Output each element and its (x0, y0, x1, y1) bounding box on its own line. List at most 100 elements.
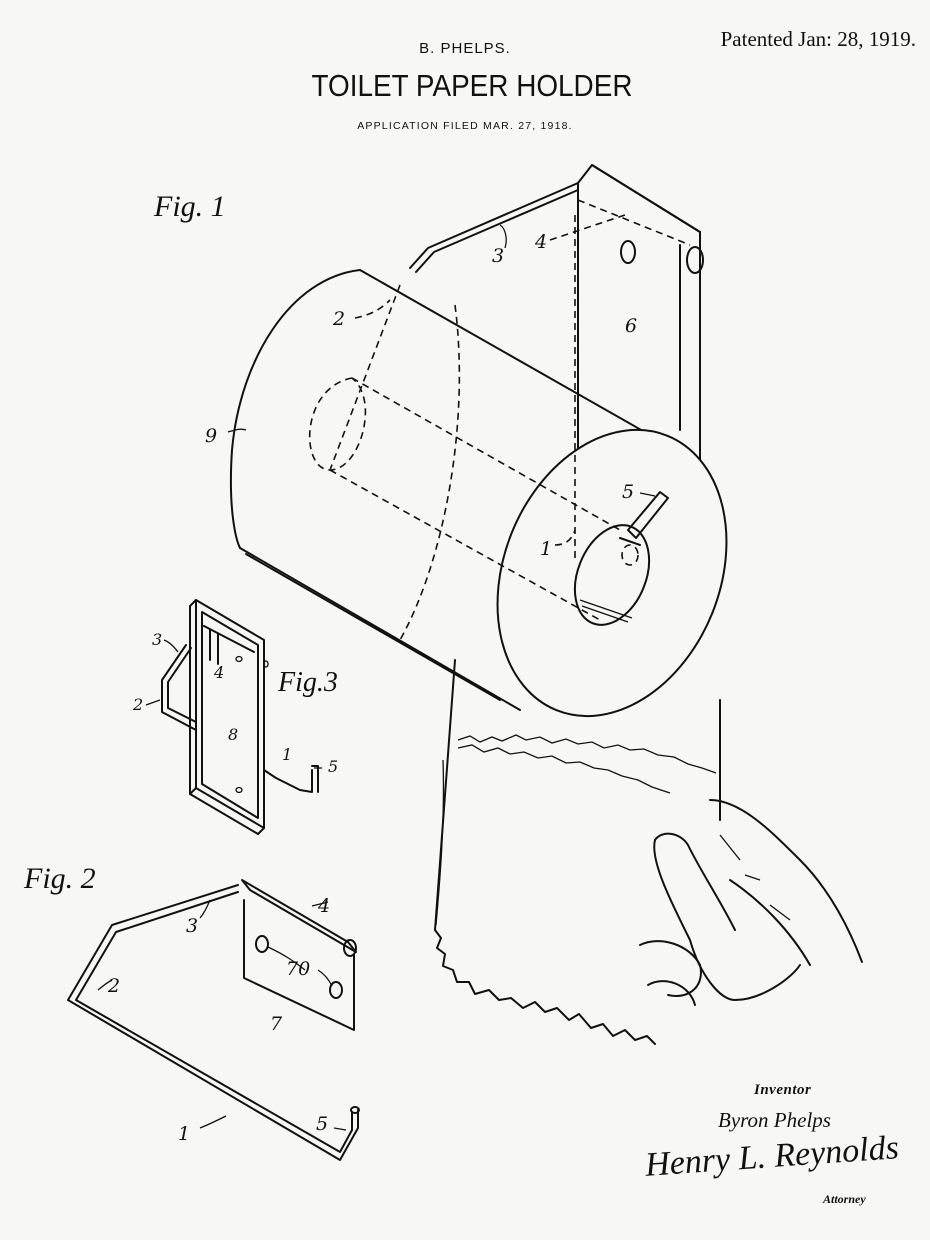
fig2-label-4: 4 (317, 895, 330, 917)
fig3-label-8: 8 (228, 725, 238, 744)
fig2-label-7: 7 (270, 1013, 283, 1035)
leader-2 (354, 299, 391, 319)
fig2-label-1: 1 (178, 1123, 190, 1145)
leader-4 (549, 214, 626, 241)
fig3-plate-inner (201, 611, 259, 819)
perforation-line (457, 734, 717, 774)
wire-arm-top-inner (415, 189, 579, 273)
inventor-signature: Byron Phelps (718, 1108, 831, 1132)
fig3-label-3: 3 (152, 630, 162, 649)
roll-front-face (496, 428, 728, 718)
roll-back-end (229, 269, 361, 549)
hidden-pin-end (621, 544, 639, 566)
finger-1 (639, 940, 702, 997)
plate-screw-hole (620, 240, 636, 264)
wall-plate-top (591, 164, 701, 233)
fig2-leader-70a (267, 946, 306, 971)
fig2-leader-70b (317, 969, 333, 987)
knuckle-line (729, 879, 811, 966)
hand-outline-top (709, 799, 863, 963)
fig3-plate-side (189, 599, 197, 795)
figure-3-label: Fig.3 (278, 667, 338, 698)
fig2-wire-inner (75, 891, 353, 1153)
fig1-label-3: 3 (492, 245, 504, 267)
fig2-leader-1 (199, 1115, 227, 1129)
fig2-wire (67, 884, 359, 1161)
hidden-core-bottom (329, 469, 601, 621)
fig2-hole-2 (329, 981, 343, 999)
fig2-label-5: 5 (316, 1113, 328, 1135)
plate-hidden-line (577, 199, 691, 246)
roll-bottom-edge-2 (245, 553, 501, 701)
fig3-leader-2 (145, 699, 161, 706)
fig1-label-4: 4 (534, 231, 547, 253)
patent-title: TOILET PAPER HOLDER (311, 68, 633, 103)
hand-thumb (653, 839, 801, 1001)
perforation-line-2 (457, 744, 671, 794)
figure-2-label: Fig. 2 (24, 862, 96, 895)
fig1-label-5: 5 (622, 481, 634, 503)
sheet-fold (435, 759, 445, 926)
fig2-leader-3 (199, 899, 211, 919)
leader-1 (554, 529, 576, 546)
wire-arm-top (409, 182, 579, 269)
fig2-leader-2 (97, 979, 113, 991)
fig2-label-2: 2 (107, 975, 120, 997)
fig3-pin-2 (311, 765, 319, 793)
fig3-label-5: 5 (328, 757, 338, 776)
fig2-hinge-end (343, 939, 357, 957)
fig2-drawing: 4 3 70 2 7 1 5 (67, 879, 360, 1161)
figure-1-label: Fig. 1 (154, 190, 226, 223)
fig3-hole-bottom (235, 786, 243, 794)
sheet-torn-bottom (434, 929, 656, 1045)
application-filed-line: APPLICATION FILED MAR. 27, 1918. (357, 120, 573, 132)
hidden-arm-2 (329, 284, 401, 471)
attorney-caption: Attorney (823, 1192, 866, 1206)
fig3-drawing: 3 4 2 8 1 5 (132, 599, 338, 835)
fig3-plate-bottom (189, 793, 265, 835)
leader-5 (639, 492, 656, 497)
sheet-left-edge (434, 659, 456, 931)
hand-creases (719, 834, 791, 921)
spindle-pin-bend (619, 537, 641, 546)
inventor-heading: B. PHELPS. (419, 40, 511, 57)
fig1-label-6: 6 (625, 315, 637, 337)
fig3-hole-top (235, 655, 243, 663)
spindle-pin (627, 491, 669, 539)
fig2-hinge-top (241, 879, 357, 953)
fig1-label-2: 2 (332, 308, 345, 330)
hidden-core-back (308, 377, 367, 471)
plate-edge-screw (686, 246, 704, 274)
fig3-arm-inner (167, 647, 197, 723)
thumb-tip (654, 832, 736, 931)
fig3-arm (161, 644, 197, 731)
core-lines (579, 599, 633, 623)
leader-9 (227, 428, 247, 433)
fig2-hole-1 (255, 935, 269, 953)
fig1-drawing: 3 4 2 6 9 5 1 (205, 164, 863, 1045)
roll-bottom-edge (239, 547, 521, 711)
fig3-bar-posts (209, 629, 219, 665)
fig2-plate (243, 899, 355, 1031)
fig1-label-9: 9 (205, 425, 217, 447)
fig2-wire-end (350, 1106, 360, 1114)
inventor-caption: Inventor (754, 1082, 812, 1098)
fig3-edge-pin (263, 660, 269, 668)
leader-3 (499, 224, 507, 249)
fig2-leader-4 (311, 901, 329, 907)
fig3-leader-3 (163, 639, 179, 653)
finger-2 (647, 980, 696, 1006)
roll-top-edge (359, 269, 651, 436)
fig3-bar (203, 625, 255, 653)
fig2-label-3: 3 (186, 915, 198, 937)
fig3-plate (195, 599, 265, 829)
patent-date: Patented Jan: 28, 1919. (720, 27, 916, 51)
fig3-label-4: 4 (213, 663, 224, 682)
fig3-label-1: 1 (282, 745, 292, 764)
fig3-label-2: 2 (132, 695, 143, 714)
hidden-roll-curve (399, 304, 461, 641)
fig2-label-70: 70 (286, 958, 310, 980)
fig3-pin (263, 769, 313, 793)
